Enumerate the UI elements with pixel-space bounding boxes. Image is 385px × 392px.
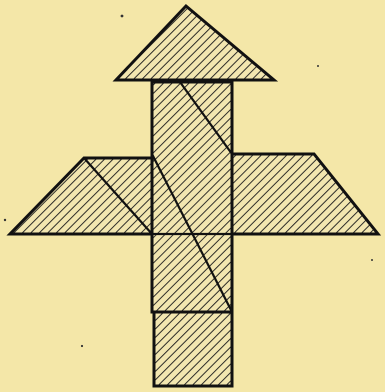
right-wing xyxy=(232,154,378,234)
speck-4 xyxy=(371,259,373,261)
speck-3 xyxy=(4,219,6,221)
left-wing xyxy=(10,158,152,234)
speck-5 xyxy=(81,345,83,347)
upper-stem xyxy=(152,82,232,312)
speck-1 xyxy=(121,15,124,18)
top-triangle xyxy=(116,6,274,80)
lower-stem-square xyxy=(154,312,232,386)
speck-2 xyxy=(317,65,319,67)
